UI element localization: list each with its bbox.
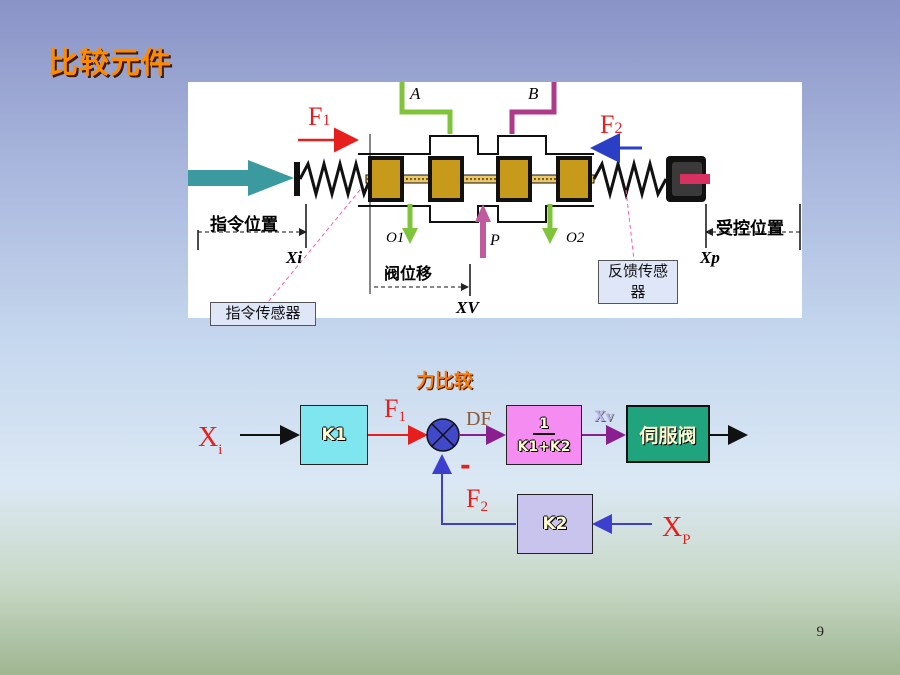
page-title: 比较元件 xyxy=(48,46,172,81)
f2-signal-label: F2 xyxy=(466,484,488,515)
feedback-sensor-box: 反馈传感器 xyxy=(598,260,678,304)
mechanism-drawing xyxy=(188,82,801,303)
right-spring xyxy=(592,158,668,200)
spool-lands xyxy=(368,156,592,202)
controlled-position-label: 受控位置 xyxy=(716,219,784,239)
f1-signal-label: F1 xyxy=(384,394,406,425)
force-1-label: F1 xyxy=(308,102,330,132)
o2-label: O2 xyxy=(566,230,585,246)
xp-input-label: XP xyxy=(662,512,691,548)
block-diagram-heading: 力比较 xyxy=(416,370,474,392)
xi-input-letter: X xyxy=(198,422,219,453)
k2-block: K2 xyxy=(517,494,593,554)
page-number: 9 xyxy=(816,624,825,640)
servo-valve-block: 伺服阀 xyxy=(626,405,710,463)
port-a-line xyxy=(399,82,453,134)
f2-subscript: 2 xyxy=(480,499,488,515)
force-2-letter: F xyxy=(600,110,615,139)
gain-numerator: 1 xyxy=(533,416,555,435)
command-position-label: 指令位置 xyxy=(210,215,278,235)
f1-letter: F xyxy=(384,394,399,423)
port-b-line xyxy=(509,82,557,134)
gain-block: 1 K1+K2 xyxy=(506,405,582,465)
port-a-label: A xyxy=(410,84,421,103)
xp-input-letter: X xyxy=(662,512,683,543)
force-1-letter: F xyxy=(308,102,323,131)
xv-signal-label: Xv xyxy=(594,408,614,425)
mechanism-illustration: A B F1 F2 指令位置 受控位置 Xi Xp O1 O2 P 阀位移 XV… xyxy=(188,82,802,326)
force-1-subscript: 1 xyxy=(322,112,331,129)
input-arrow-shape xyxy=(188,160,294,196)
force-2-subscript: 2 xyxy=(614,120,623,137)
summing-junction xyxy=(426,418,460,452)
command-sensor-box: 指令传感器 xyxy=(210,302,316,326)
p-label: P xyxy=(490,232,500,249)
force-2-label: F2 xyxy=(600,110,622,140)
xi-input-label: Xi xyxy=(198,422,222,458)
xi-label: Xi xyxy=(286,248,303,267)
left-spring xyxy=(298,158,372,200)
xi-input-subscript: i xyxy=(218,442,223,458)
xp-input-subscript: P xyxy=(682,532,691,548)
valve-displacement-label: 阀位移 xyxy=(384,264,433,283)
k1-block: K1 xyxy=(300,405,368,465)
gain-denominator: K1+K2 xyxy=(517,438,571,455)
port-b-label: B xyxy=(528,84,539,103)
f2-letter: F xyxy=(466,484,481,513)
f1-subscript: 1 xyxy=(398,409,406,425)
xv-label: XV xyxy=(456,298,479,317)
xp-label: Xp xyxy=(700,248,720,267)
o1-label: O1 xyxy=(386,230,405,246)
minus-sign: - xyxy=(460,451,471,481)
df-label: DF xyxy=(466,408,492,430)
